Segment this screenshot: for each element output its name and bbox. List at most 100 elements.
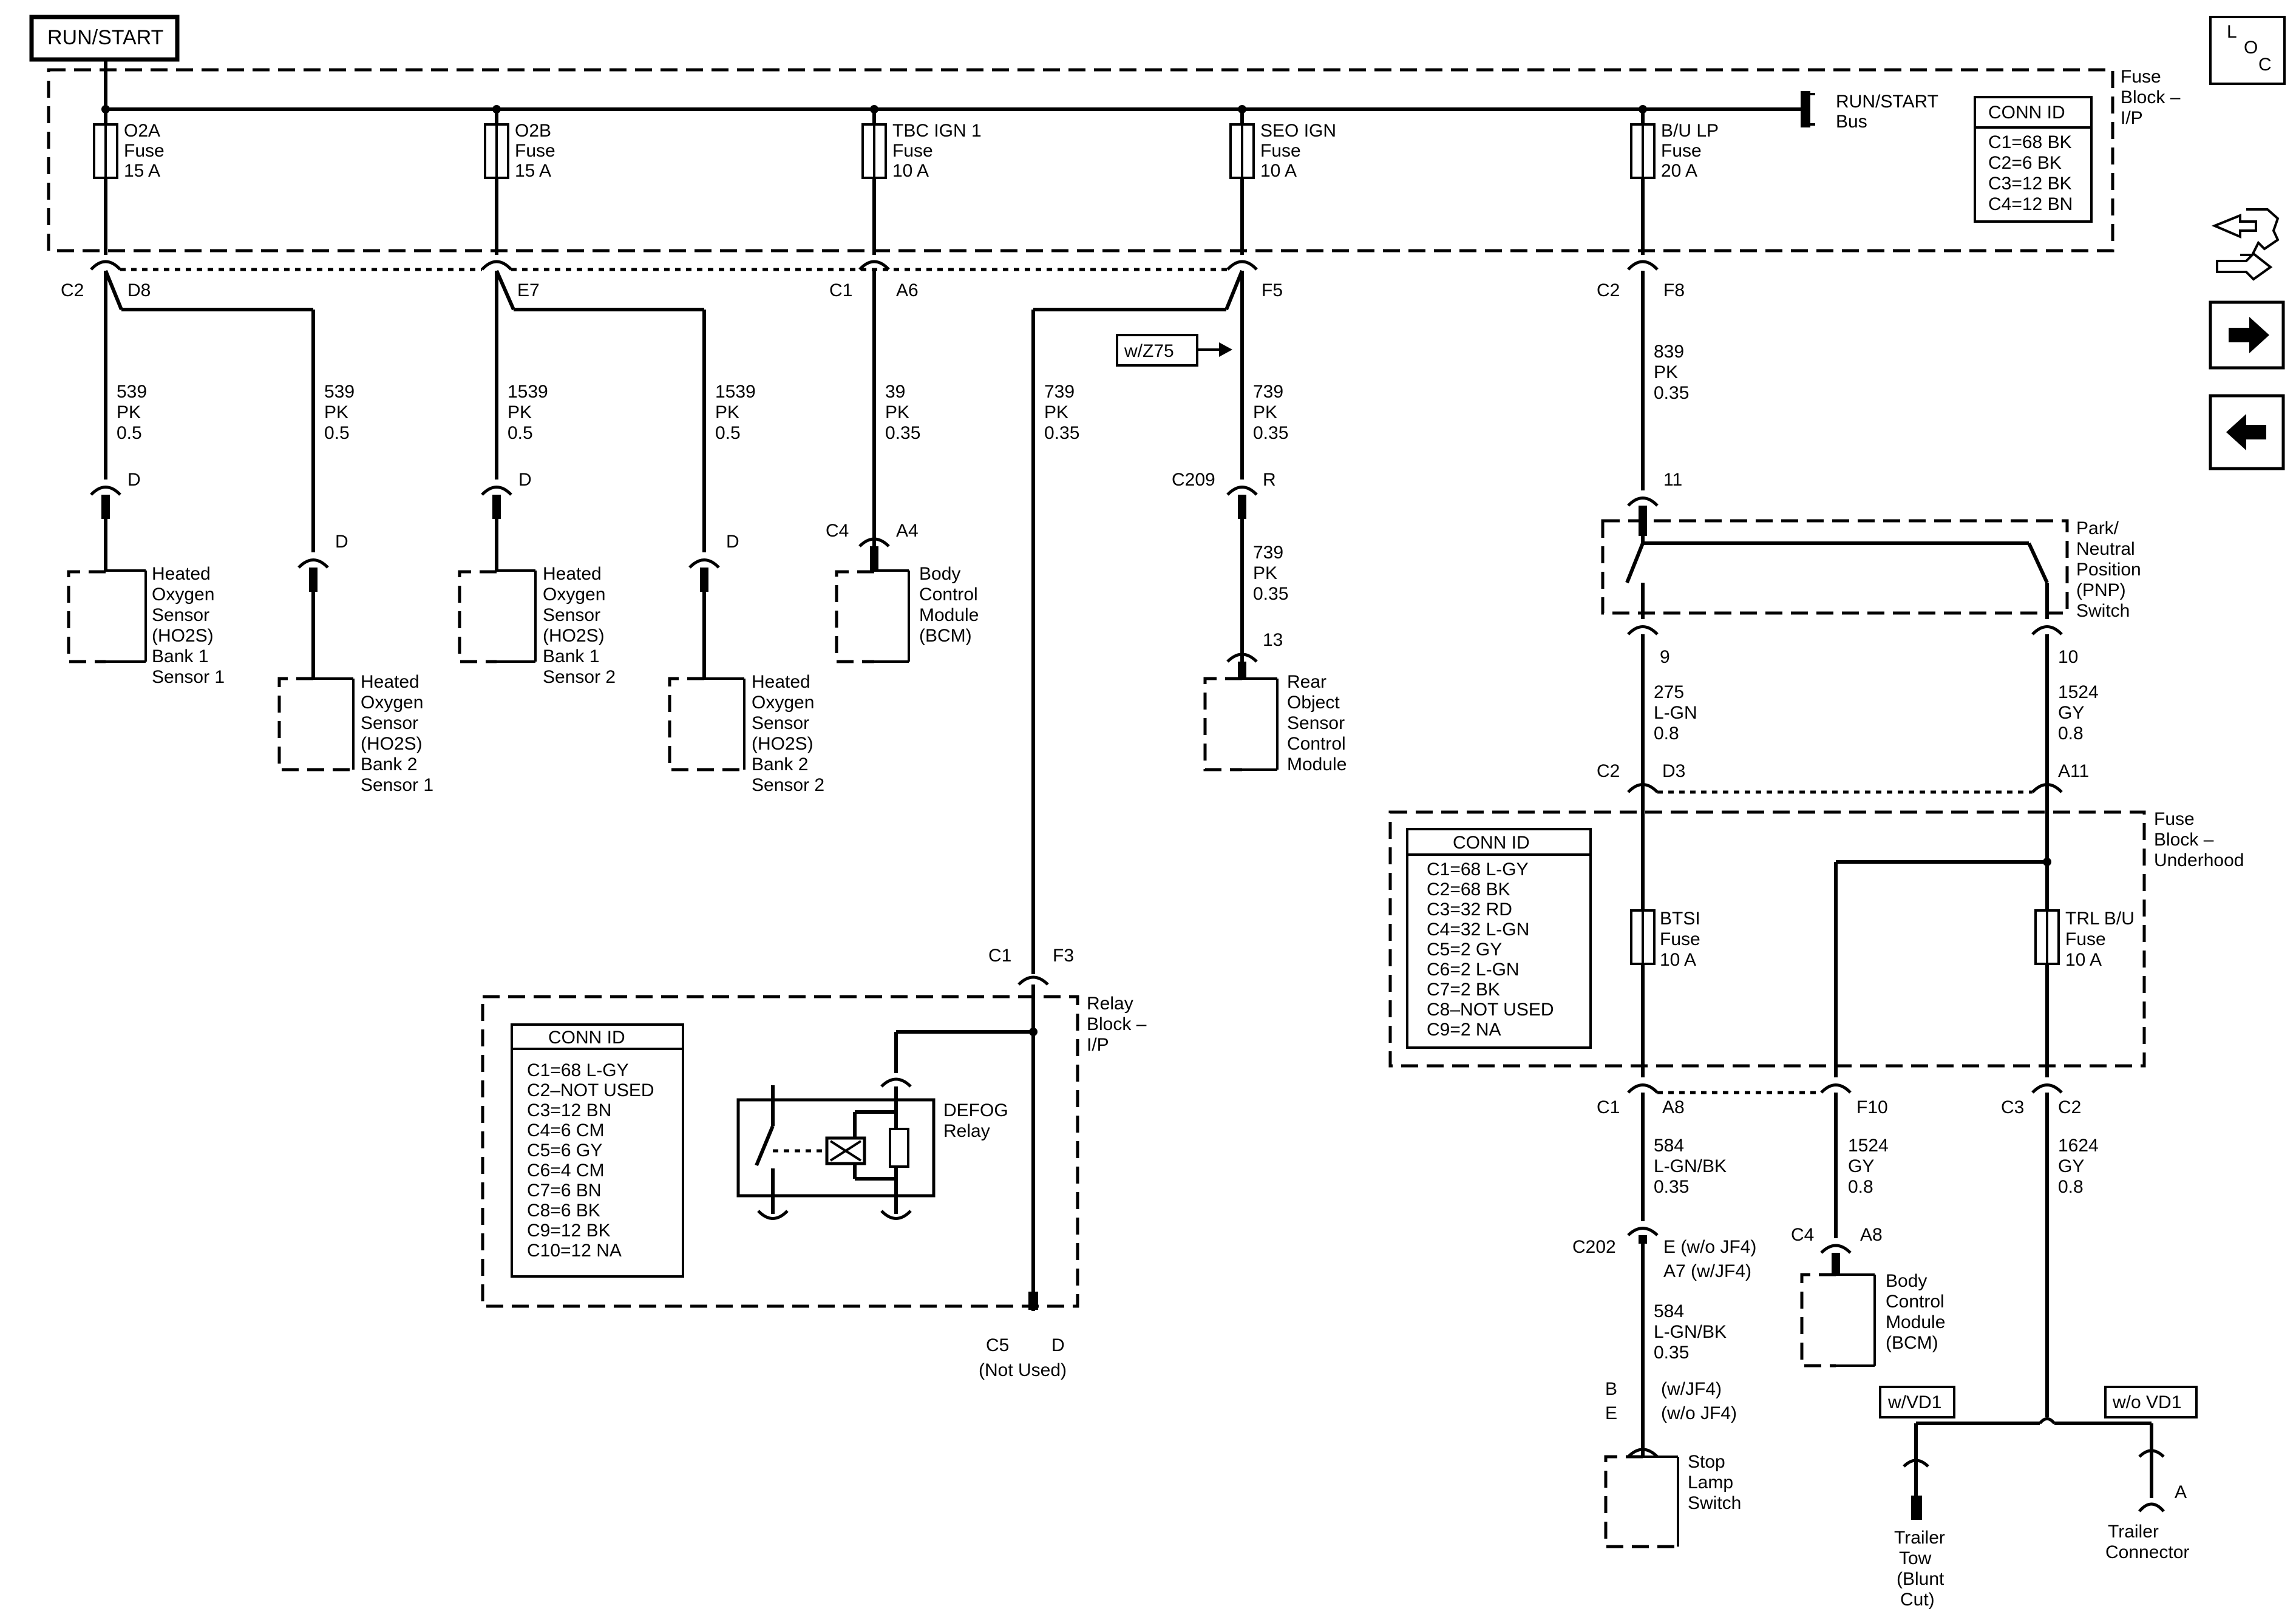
svg-text:C7=6 BN: C7=6 BN — [527, 1181, 602, 1201]
svg-text:A8: A8 — [1662, 1097, 1685, 1117]
svg-text:Position: Position — [2076, 560, 2141, 580]
pnp-switch: Park/ Neutral Position (PNP) Switch 9 10 — [1601, 518, 2141, 667]
svg-text:F5: F5 — [1262, 280, 1283, 300]
fuse-block-underhood: Fuse Block – Underhood CONN ID C1=68 L-G… — [1388, 792, 2244, 1077]
svg-text:PK: PK — [1654, 362, 1678, 382]
fuse-o2b: O2B Fuse 15 A — [484, 105, 555, 255]
conn-id-table-underhood: CONN ID C1=68 L-GY C2=68 BK C3=32 RD C4=… — [1406, 828, 1592, 1049]
svg-text:Sensor: Sensor — [152, 605, 209, 625]
svg-text:(BCM): (BCM) — [1886, 1333, 1938, 1353]
svg-text:Oxygen: Oxygen — [752, 693, 814, 713]
svg-text:Fuse: Fuse — [892, 141, 933, 161]
svg-text:(Not Used): (Not Used) — [979, 1360, 1067, 1380]
svg-text:Oxygen: Oxygen — [543, 585, 605, 605]
svg-text:C8=6 BK: C8=6 BK — [527, 1201, 600, 1221]
svg-text:E7: E7 — [517, 280, 540, 300]
svg-text:Bank 1: Bank 1 — [543, 646, 599, 666]
svg-text:D: D — [335, 532, 348, 552]
svg-text:A8: A8 — [1860, 1225, 1883, 1245]
svg-text:D: D — [518, 470, 532, 490]
svg-text:F10: F10 — [1856, 1097, 1888, 1117]
z75-option-label: w/Z75 — [1116, 334, 1232, 367]
svg-text:L-GN/BK: L-GN/BK — [1654, 1322, 1727, 1342]
svg-text:C6=4 CM: C6=4 CM — [527, 1161, 605, 1181]
svg-text:Trailer: Trailer — [1894, 1528, 1945, 1548]
svg-text:0.8: 0.8 — [2058, 1177, 2084, 1197]
svg-text:C1=68 BK: C1=68 BK — [1988, 132, 2072, 152]
svg-text:w/VD1: w/VD1 — [1887, 1392, 1941, 1412]
svg-text:B/U LP: B/U LP — [1661, 121, 1719, 141]
svg-text:Fuse: Fuse — [515, 141, 555, 161]
svg-text:PK: PK — [324, 402, 348, 422]
svg-text:15 A: 15 A — [515, 161, 551, 181]
svg-text:Neutral: Neutral — [2076, 539, 2135, 559]
svg-text:(Blunt: (Blunt — [1897, 1569, 1944, 1589]
svg-text:C209: C209 — [1172, 470, 1215, 490]
svg-text:D8: D8 — [127, 280, 151, 300]
svg-text:(HO2S): (HO2S) — [752, 734, 813, 754]
svg-text:Control: Control — [1287, 734, 1346, 754]
svg-text:Block –: Block – — [2154, 830, 2214, 850]
svg-text:R: R — [1263, 470, 1276, 490]
circuit-1524-bcm: 1524 GY 0.8 C4 A8 — [1791, 1093, 1889, 1275]
svg-text:SEO IGN: SEO IGN — [1260, 121, 1336, 141]
svg-text:Fuse: Fuse — [2065, 929, 2106, 949]
svg-text:0.35: 0.35 — [885, 423, 920, 443]
svg-text:Control: Control — [919, 585, 978, 605]
svg-text:F3: F3 — [1053, 946, 1074, 966]
previous-page-button[interactable] — [2209, 394, 2285, 470]
circuit-275-1524: 275 L-GN 0.8 1524 GY 0.8 C2 D3 A11 — [1597, 634, 2099, 794]
svg-text:I/P: I/P — [2121, 108, 2143, 128]
svg-text:D: D — [726, 532, 739, 552]
svg-text:C4: C4 — [1791, 1225, 1814, 1245]
svg-text:w/o VD1: w/o VD1 — [2112, 1392, 2181, 1412]
svg-text:Oxygen: Oxygen — [361, 693, 423, 713]
svg-text:Block –: Block – — [1087, 1014, 1147, 1034]
svg-text:CONN ID: CONN ID — [548, 1028, 625, 1048]
svg-text:Underhood: Underhood — [2154, 850, 2244, 870]
svg-text:10 A: 10 A — [892, 161, 929, 181]
relay-block-ip: Relay Block – I/P C1 F3 C5 D (Not Used) … — [481, 946, 1147, 1380]
svg-text:C9=2 NA: C9=2 NA — [1427, 1020, 1501, 1040]
conn-id-table-ip: CONN ID C1=68 BK C2=6 BK C3=12 BK C4=12 … — [1974, 96, 2093, 223]
svg-text:(HO2S): (HO2S) — [152, 626, 214, 646]
svg-text:C5: C5 — [986, 1335, 1009, 1355]
svg-text:Heated: Heated — [543, 564, 602, 584]
svg-text:C4=32 L-GN: C4=32 L-GN — [1427, 920, 1529, 940]
svg-text:Fuse: Fuse — [1661, 141, 1702, 161]
svg-text:C1: C1 — [988, 946, 1011, 966]
connector-row-ip: C2 D8 E7 C1 A6 F5 C2 F8 — [61, 260, 1685, 300]
svg-text:Relay: Relay — [943, 1121, 990, 1141]
svg-text:Connector: Connector — [2105, 1542, 2189, 1562]
component-locator-icon[interactable] — [2211, 208, 2280, 281]
svg-text:Switch: Switch — [2076, 601, 2130, 621]
svg-text:15 A: 15 A — [124, 161, 160, 181]
svg-text:GY: GY — [2058, 703, 2084, 723]
svg-text:Fuse: Fuse — [1660, 929, 1700, 949]
svg-text:Object: Object — [1287, 693, 1340, 713]
svg-text:C2: C2 — [1597, 761, 1620, 781]
svg-text:739: 739 — [1253, 382, 1283, 402]
svg-text:0.5: 0.5 — [715, 423, 741, 443]
svg-text:C1=68 L-GY: C1=68 L-GY — [527, 1060, 629, 1080]
svg-text:Bank 1: Bank 1 — [152, 646, 208, 666]
svg-text:A: A — [2175, 1482, 2187, 1502]
svg-text:C5=2 GY: C5=2 GY — [1427, 940, 1502, 960]
no-vd1-option-label: w/o VD1 — [2104, 1386, 2198, 1418]
run-start-label: RUN/START — [29, 15, 180, 62]
svg-text:Heated: Heated — [752, 672, 810, 692]
svg-text:(w/o JF4): (w/o JF4) — [1661, 1403, 1737, 1423]
svg-text:C202: C202 — [1572, 1237, 1616, 1257]
circuit-839: 839 PK 0.35 11 — [1627, 271, 1689, 536]
svg-text:0.5: 0.5 — [508, 423, 533, 443]
next-page-button[interactable] — [2209, 300, 2285, 370]
ho2s-bank1-sensor1: Heated Oxygen Sensor (HO2S) Bank 1 Senso… — [67, 519, 225, 687]
fuse-o2a: O2A Fuse 15 A — [93, 105, 165, 255]
svg-text:Cut): Cut) — [1900, 1590, 1935, 1610]
fuse-bu-lp: B/U LP Fuse 20 A — [1630, 105, 1719, 255]
svg-text:Heated: Heated — [152, 564, 211, 584]
svg-text:1539: 1539 — [508, 382, 548, 402]
svg-text:Sensor 1: Sensor 1 — [152, 667, 225, 687]
loc-icon[interactable]: L O C — [2209, 16, 2286, 85]
